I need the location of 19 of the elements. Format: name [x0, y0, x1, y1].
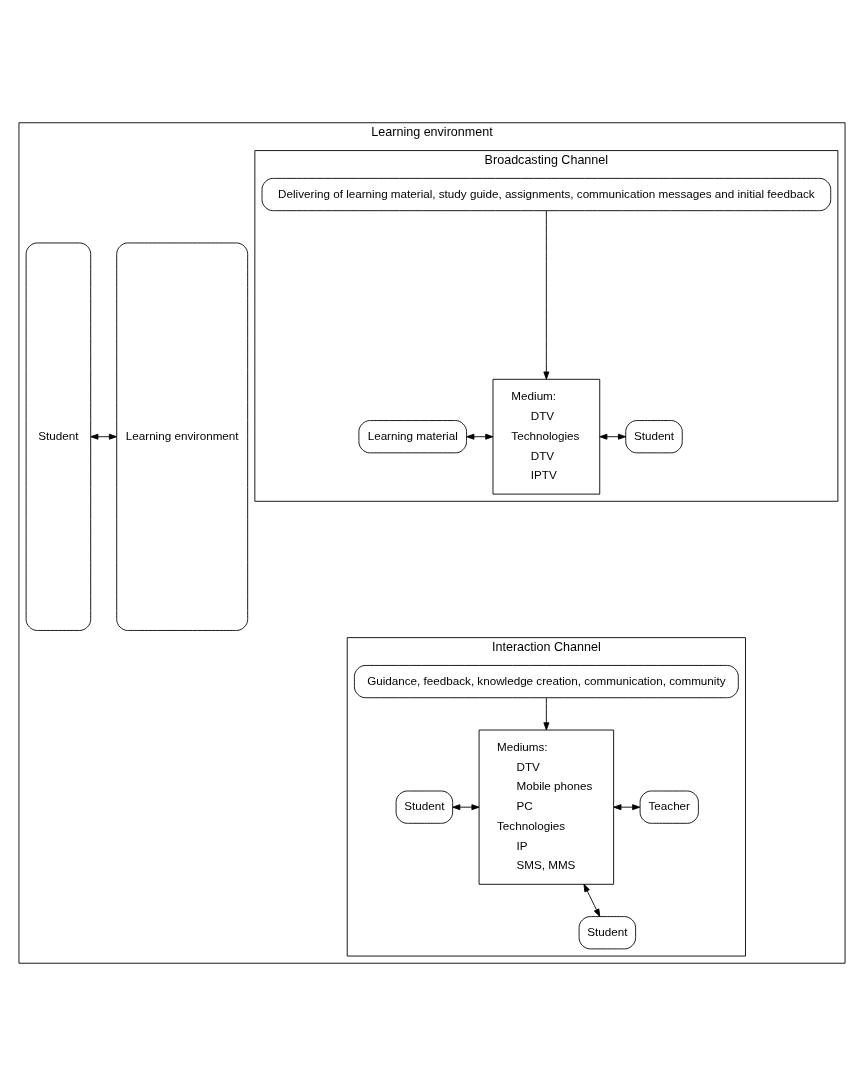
- node-box: Mediums: DTV Mobile phones PC Technologies IP SMS, MMS: [478, 729, 615, 885]
- node-box: Student: [578, 916, 637, 950]
- arrow: [583, 883, 601, 917]
- node-box: Learning material: [358, 420, 467, 454]
- node-box: Delivering of learning material, study guide, assignments, communication messages and initial feedback: [261, 177, 832, 212]
- node-box: Medium: DTV Technologies DTV IPTV: [492, 378, 601, 495]
- node-box: Student: [625, 420, 683, 454]
- arrow: [543, 210, 550, 380]
- arrow: [90, 433, 117, 440]
- arrow: [543, 697, 550, 731]
- node-box: Student: [25, 242, 92, 631]
- node-box: Guidance, feedback, knowledge creation, communication, community: [353, 665, 739, 699]
- arrow: [466, 433, 494, 440]
- arrow: [452, 804, 480, 811]
- node-box: Teacher: [639, 790, 699, 824]
- arrow: [599, 433, 627, 440]
- node-box: Student: [395, 790, 454, 824]
- arrow: [613, 804, 641, 811]
- node-box: Learning environment: [116, 242, 249, 631]
